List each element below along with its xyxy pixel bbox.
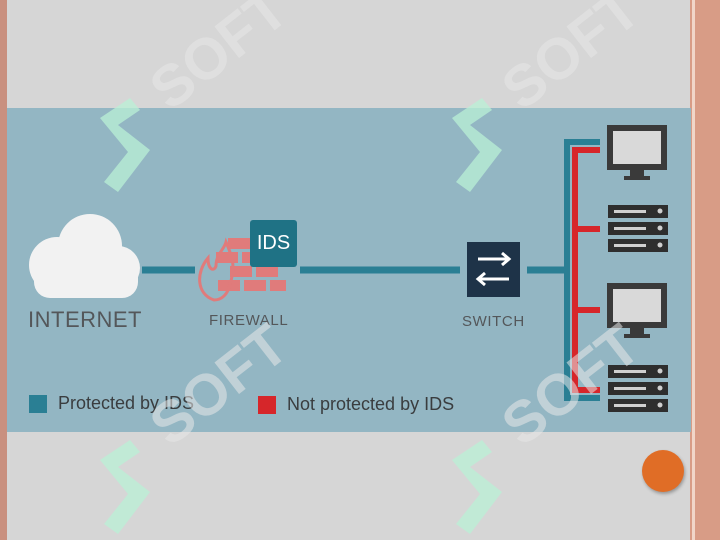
switch-label: SWITCH bbox=[462, 313, 525, 330]
internet-label: INTERNET bbox=[28, 307, 142, 332]
legend-swatch-unprotected bbox=[258, 396, 276, 414]
legend-swatch-protected bbox=[29, 395, 47, 413]
cloud-icon bbox=[29, 214, 140, 298]
unprotected-bus bbox=[572, 147, 600, 393]
slide-left-border bbox=[0, 0, 7, 540]
protected-bus bbox=[564, 139, 600, 401]
slide-right-border-highlight bbox=[692, 0, 695, 540]
monitor-icon bbox=[607, 283, 667, 338]
firewall-label: FIREWALL bbox=[209, 312, 289, 329]
slide-accent-dot bbox=[642, 450, 684, 492]
server-icon bbox=[608, 205, 668, 252]
ids-badge: IDS bbox=[250, 220, 297, 267]
switch-icon bbox=[467, 242, 520, 297]
server-icon bbox=[608, 365, 668, 412]
slide-right-border bbox=[690, 0, 720, 540]
legend-label-unprotected: Not protected by IDS bbox=[287, 394, 455, 414]
monitor-icon bbox=[607, 125, 667, 180]
legend-label-protected: Protected by IDS bbox=[58, 393, 195, 413]
